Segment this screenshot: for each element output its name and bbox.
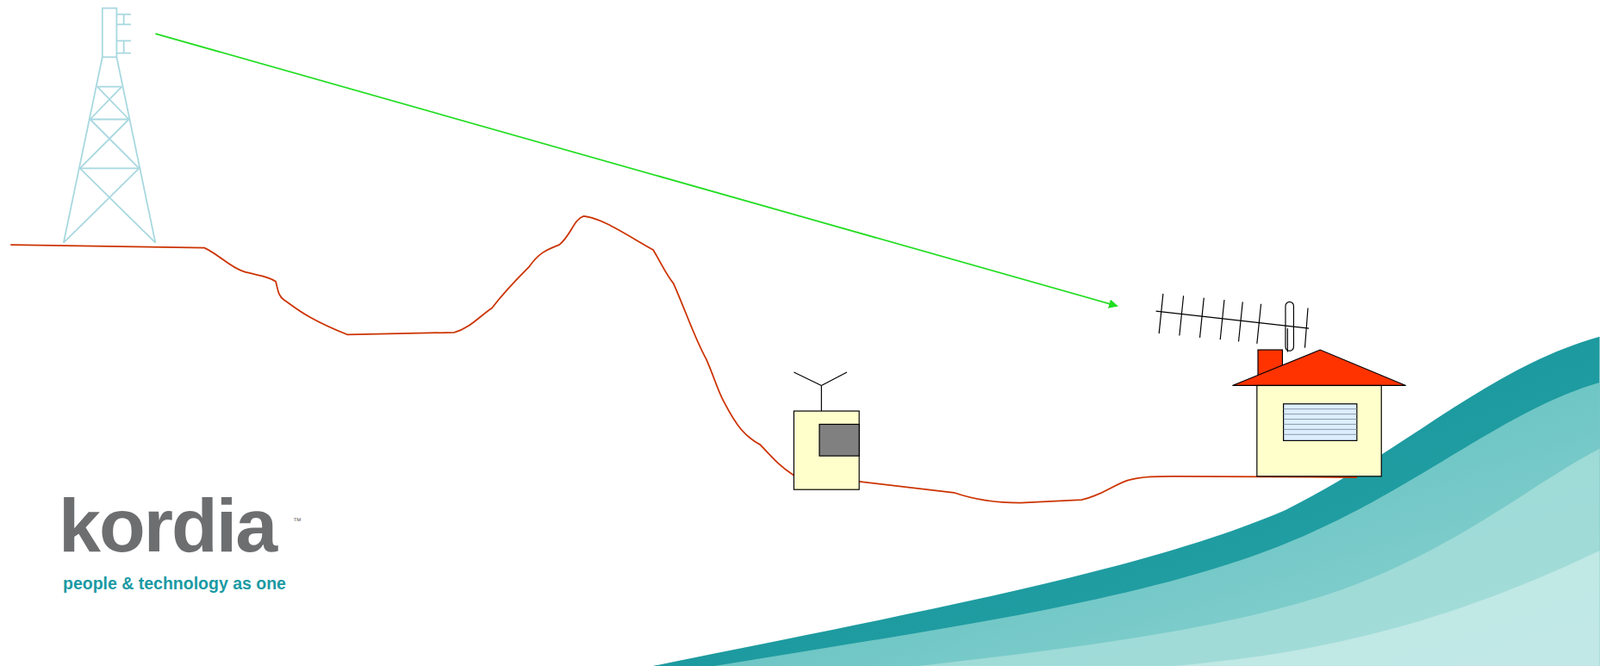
signal-arrow: [155, 33, 1117, 306]
logo-tagline: people & technology as one: [62, 575, 287, 593]
repeater-hut: [793, 372, 860, 490]
terrain-profile: [10, 216, 1358, 504]
logo-wordmark: kordia: [58, 487, 276, 564]
wave-decoration: [653, 336, 1600, 666]
house: [1232, 349, 1406, 477]
trademark-mark: ™: [292, 516, 302, 526]
transmitter-tower: [63, 7, 156, 243]
yagi-antenna: [1156, 293, 1310, 352]
